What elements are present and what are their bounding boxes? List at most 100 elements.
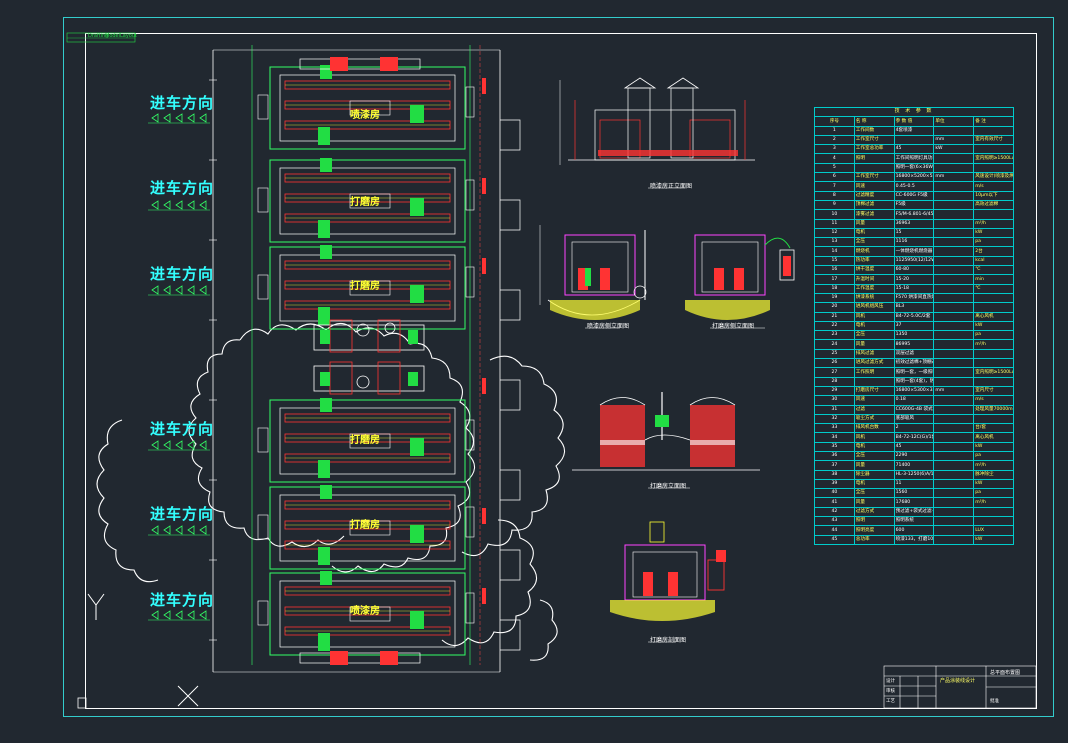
row-value: F5级	[893, 199, 935, 211]
title-strip-label-3[interactable]: Layout	[120, 33, 137, 39]
caption-front-elevation: 喷漆房正立面图	[650, 183, 693, 190]
row-name: 风量	[853, 497, 895, 508]
row-note	[973, 376, 1014, 387]
row-value: 照明系统	[893, 516, 935, 527]
row-name: 风量	[853, 339, 895, 350]
row-unit	[933, 218, 975, 229]
row-value: 36963	[893, 218, 935, 229]
row-no: 19	[814, 292, 855, 304]
row-value: 工作间照明灯具功率	[893, 153, 935, 164]
outer-border	[63, 17, 1054, 717]
row-unit	[933, 181, 975, 192]
title-block-row-1: 设计	[886, 679, 895, 684]
row-note: m³/h	[973, 218, 1014, 229]
row-name: 过滤	[853, 404, 895, 415]
direction-label-1: 进车方向	[150, 94, 215, 112]
row-name: 烘干温度	[853, 265, 895, 276]
row-value: 71400	[893, 460, 935, 471]
row-note: m³/h	[973, 497, 1014, 508]
row-note: 离心风机	[973, 432, 1014, 443]
row-no: 45	[814, 534, 855, 545]
row-value: 15-20	[893, 274, 935, 285]
row-value: 16800×5200×5300	[893, 172, 935, 183]
row-unit	[933, 367, 975, 378]
row-name: 电机	[853, 227, 895, 239]
title-block-row-3: 工艺	[886, 699, 895, 704]
row-name: 工作照明	[853, 367, 895, 378]
row-note	[973, 413, 1014, 425]
row-value: 2290	[893, 450, 935, 462]
row-unit	[933, 255, 975, 267]
title-strip-label-2[interactable]: Model	[105, 33, 121, 39]
row-value: 2	[893, 423, 935, 434]
row-value: 45	[893, 441, 935, 453]
row-no: 2	[814, 134, 855, 146]
row-unit	[933, 302, 975, 313]
row-note: kW	[973, 320, 1014, 332]
row-no: 39	[814, 478, 855, 490]
row-note: 离心风机	[973, 311, 1014, 322]
row-name: 工作室尺寸	[853, 172, 895, 183]
row-name: 打磨房尺寸	[853, 385, 895, 397]
row-note: ℃	[973, 283, 1014, 294]
booth-plan-1	[257, 57, 475, 150]
row-name	[853, 376, 895, 387]
booth-plan-6	[257, 571, 475, 665]
row-value: BL3	[893, 302, 935, 313]
row-no: 8	[814, 190, 855, 201]
direction-arrow-glyph-6	[148, 610, 210, 621]
row-no: 27	[814, 367, 855, 378]
row-name: 漆雾过滤	[853, 209, 895, 220]
row-note: 室内照明≥1500Lux	[973, 367, 1014, 378]
row-value: 15	[893, 227, 935, 239]
row-note	[973, 292, 1014, 304]
row-unit	[933, 423, 975, 434]
booth-plan-2	[257, 158, 475, 243]
row-name: 进风过滤方式	[853, 357, 895, 369]
link-module-upper	[313, 319, 425, 353]
direction-arrow-glyph-3	[148, 285, 210, 296]
table-title-row: 技 术 参 数	[814, 106, 1014, 118]
row-unit	[933, 339, 975, 350]
caption-grinding-section: 打磨房剖面图	[650, 637, 687, 644]
row-no: 10	[814, 209, 855, 220]
row-name: 烘漆系统	[853, 292, 895, 304]
booth-label-6: 喷漆房	[350, 606, 380, 617]
row-name: 工作间数	[853, 125, 895, 136]
row-value: 45	[893, 144, 935, 155]
row-unit: mm	[933, 134, 975, 146]
row-value: 一体燃烧机燃烧器	[893, 246, 935, 257]
row-unit	[933, 413, 975, 425]
row-no: 11	[814, 218, 855, 229]
row-value: 照明一套(6×36W)，防爆灯具照明系统	[893, 162, 935, 174]
booth-label-2: 打磨房	[350, 197, 380, 208]
booth-plan-4	[257, 398, 475, 483]
row-no: 28	[814, 376, 855, 387]
row-value: 初效过滤棉+顶棚过滤棉	[893, 357, 935, 369]
row-no: 23	[814, 330, 855, 341]
row-value: 预过滤+袋式过滤+活性炭	[893, 506, 935, 518]
row-name: 进风机组风压	[853, 302, 895, 313]
title-strip-label-1[interactable]: Drafting	[88, 33, 109, 39]
row-value: 0.45-0.5	[893, 181, 935, 192]
